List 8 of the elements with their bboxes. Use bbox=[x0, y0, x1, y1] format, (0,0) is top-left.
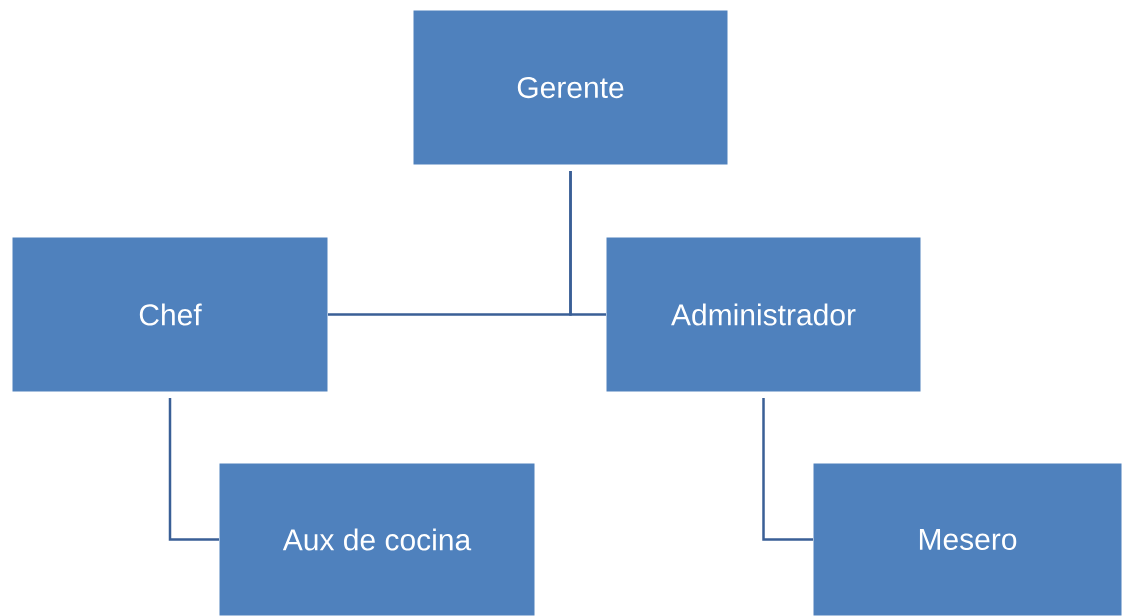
connector-line bbox=[168, 398, 219, 541]
org-box: Administrador bbox=[605, 236, 922, 393]
org-box: Mesero bbox=[812, 462, 1122, 616]
org-box: Chef bbox=[11, 236, 329, 393]
org-box: Aux de cocina bbox=[218, 462, 536, 616]
connector-line bbox=[569, 171, 606, 316]
connector-line bbox=[762, 398, 813, 541]
org-box: Gerente bbox=[412, 9, 729, 166]
